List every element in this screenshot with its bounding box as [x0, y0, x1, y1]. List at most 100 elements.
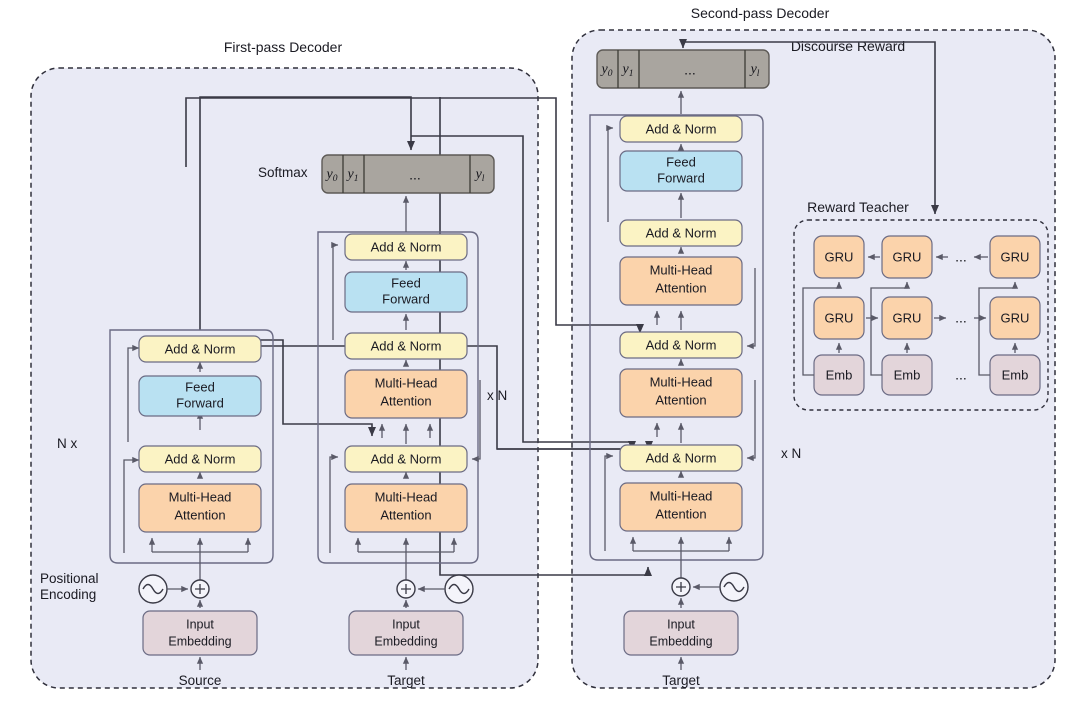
sp-add-norm-4-label: Add & Norm — [646, 121, 717, 136]
encoder-sine-glyph — [142, 583, 164, 595]
fp-dec-embedding-label-1: Input — [392, 617, 420, 631]
sp-residual-attn3 — [746, 268, 756, 350]
second-pass-output-strip — [596, 49, 770, 89]
positional-encoding-label-1: Positional — [40, 571, 99, 586]
sp-sine-glyph — [723, 581, 745, 593]
reward-gru-mid-1-label: GRU — [825, 310, 854, 325]
encoder-feed-forward-label-2: Forward — [176, 395, 224, 410]
fp-dec-add-norm-2-label: Add & Norm — [371, 338, 442, 353]
sp-add-norm-4 — [619, 115, 743, 143]
connector-encoder-to-decoder-top — [199, 96, 415, 330]
fp-dec-residual-selfattn — [329, 453, 339, 553]
fp-dec-cross-attn-label-2: Attention — [380, 393, 431, 408]
fp-target-label: Target — [387, 673, 425, 688]
softmax-label: Softmax — [258, 165, 308, 180]
sp-add-norm-3-label: Add & Norm — [646, 225, 717, 240]
fp-token-ellipsis: ... — [409, 167, 421, 183]
connector-firstpass-to-secondpass-upper — [185, 97, 644, 334]
reward-gru-mid-ellipsis: ... — [955, 310, 967, 326]
fp-dec-repeat-label: x N — [487, 388, 507, 403]
sp-attn-3-label-1: Multi-Head — [650, 262, 713, 277]
sp-residual-attn1 — [604, 452, 614, 551]
sp-ff-label-1: Feed — [666, 154, 696, 169]
fp-dec-input-embedding — [348, 610, 464, 656]
sp-plus-glyph — [676, 582, 686, 592]
encoder-residual-attn — [123, 456, 140, 553]
sp-residual-attn2 — [746, 380, 756, 462]
sp-token-y1: y1 — [621, 62, 634, 79]
fp-dec-sine-glyph — [448, 583, 470, 595]
sp-add-norm-3 — [619, 219, 743, 247]
encoder-feed-forward-label-1: Feed — [185, 379, 215, 394]
encoder-add-norm-1 — [138, 445, 262, 473]
reward-emb2-to-top-gru — [870, 281, 911, 376]
sp-ff-label-2: Forward — [657, 170, 705, 185]
encoder-add-norm-2 — [138, 335, 262, 363]
fp-dec-embedding-label-2: Embedding — [374, 634, 437, 648]
fp-dec-residual-ff — [331, 241, 339, 340]
reward-emb3-to-top-gru — [978, 281, 1019, 376]
reward-gru-mid-1 — [813, 296, 865, 340]
encoder-add-norm-1-label: Add & Norm — [165, 451, 236, 466]
reward-gru-top-1-label: GRU — [825, 249, 854, 264]
sp-attn-3-label-2: Attention — [655, 280, 706, 295]
first-pass-decoder-panel — [30, 67, 539, 689]
sp-token-yl: yl — [749, 62, 760, 79]
sp-add-norm-2 — [619, 331, 743, 359]
reward-emb-3-label: Emb — [1002, 367, 1029, 382]
encoder-attention-label-2: Attention — [174, 507, 225, 522]
source-label: Source — [179, 673, 222, 688]
encoder-plus-glyph — [195, 584, 205, 594]
fp-dec-plus-glyph — [401, 584, 411, 594]
sp-feed-forward — [619, 150, 743, 192]
sp-token-ellipsis: ... — [684, 62, 696, 78]
reward-gru-mid-3-label: GRU — [1001, 310, 1030, 325]
encoder-feed-forward — [138, 375, 262, 417]
fp-dec-add-norm-1-label: Add & Norm — [371, 451, 442, 466]
sp-embedding-label-2: Embedding — [649, 634, 712, 648]
fp-token-y1: y1 — [346, 167, 359, 184]
reward-gru-top-1 — [813, 235, 865, 279]
reward-emb1-to-top-gru — [802, 281, 843, 376]
sp-attn-1-label-2: Attention — [655, 506, 706, 521]
encoder-embedding-label-2: Embedding — [168, 634, 231, 648]
reward-gru-mid-2-label: GRU — [893, 310, 922, 325]
sp-repeat-label: x N — [781, 446, 801, 461]
encoder-stack-group-outline — [109, 329, 274, 564]
fp-dec-residual-crossattn — [471, 380, 481, 463]
fp-dec-add-norm-3-label: Add & Norm — [371, 239, 442, 254]
reward-emb-ellipsis: ... — [955, 367, 967, 383]
first-pass-output-strip — [321, 154, 495, 194]
positional-encoding-label-2: Encoding — [40, 587, 96, 602]
secondpass-stack-outline — [589, 114, 764, 561]
sp-token-y0: y0 — [600, 62, 613, 79]
reward-gru-top-3-label: GRU — [1001, 249, 1030, 264]
sp-input-embedding — [623, 610, 739, 656]
encoder-input-embedding — [142, 610, 258, 656]
sp-residual-ff — [606, 124, 614, 222]
second-pass-decoder-title: Second-pass Decoder — [691, 5, 830, 21]
sp-add-norm-2-label: Add & Norm — [646, 337, 717, 352]
reward-gru-mid-2 — [881, 296, 933, 340]
sp-embedding-label-1: Input — [667, 617, 695, 631]
fp-dec-self-attn-label-1: Multi-Head — [375, 489, 438, 504]
fp-dec-self-attn-label-2: Attention — [380, 507, 431, 522]
reward-emb-1-label: Emb — [826, 367, 853, 382]
fp-dec-cross-attn-label-1: Multi-Head — [375, 375, 438, 390]
firstpass-decoder-stack-outline — [317, 231, 479, 564]
fp-dec-ff-label-1: Feed — [391, 275, 421, 290]
encoder-attention-label-1: Multi-Head — [169, 489, 232, 504]
fp-token-y0: y0 — [325, 167, 338, 184]
fp-dec-feed-forward — [344, 271, 468, 313]
sp-attn-2-label-1: Multi-Head — [650, 374, 713, 389]
sp-add-norm-1-label: Add & Norm — [646, 450, 717, 465]
sp-attention-1 — [619, 482, 743, 532]
reward-teacher-title: Reward Teacher — [807, 199, 909, 215]
fp-dec-add-norm-3 — [344, 233, 468, 261]
discourse-reward-arrow — [683, 41, 939, 215]
sp-target-label: Target — [662, 673, 700, 688]
reward-gru-mid-3 — [989, 296, 1041, 340]
encoder-repeat-label: N x — [57, 436, 78, 451]
